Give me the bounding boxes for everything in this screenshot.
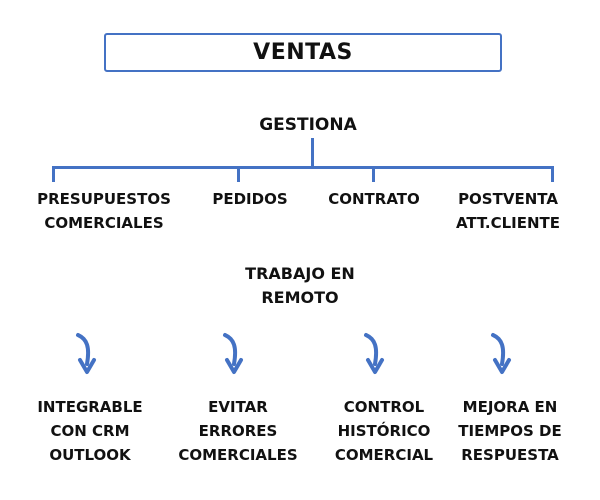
branch-presupuestos: PRESUPUESTOS COMERCIALES xyxy=(24,187,184,235)
benefit-label-line: ERRORES xyxy=(198,422,278,440)
benefit-label-line: CON CRM xyxy=(50,422,130,440)
section-label-line: TRABAJO EN xyxy=(245,264,355,283)
benefit-evitar-errores: EVITAR ERRORES COMERCIALES xyxy=(168,395,308,467)
curved-down-arrow-icon xyxy=(364,333,384,374)
branch-line-4 xyxy=(551,166,554,182)
benefit-label-line: INTEGRABLE xyxy=(37,398,143,416)
benefit-label-line: HISTÓRICO xyxy=(337,422,431,440)
benefit-mejora-tiempos: MEJORA EN TIEMPOS DE RESPUESTA xyxy=(444,395,576,467)
curved-down-arrow-icon xyxy=(223,333,243,374)
branch-line-3 xyxy=(372,166,375,182)
benefit-label-line: RESPUESTA xyxy=(461,446,559,464)
branch-label-line: PRESUPUESTOS xyxy=(37,190,171,208)
section-label-line: REMOTO xyxy=(261,288,339,307)
branch-label-line: CONTRATO xyxy=(328,190,420,208)
curved-down-arrow-icon xyxy=(76,333,96,374)
benefit-control-historico: CONTROL HISTÓRICO COMERCIAL xyxy=(320,395,448,467)
branch-pedidos: PEDIDOS xyxy=(190,187,310,211)
branch-contrato: CONTRATO xyxy=(314,187,434,211)
benefit-label-line: COMERCIAL xyxy=(334,446,434,464)
branch-label-line: POSTVENTA xyxy=(458,190,558,208)
root-label: GESTIONA xyxy=(259,115,357,135)
benefit-label-line: MEJORA EN xyxy=(462,398,558,416)
branch-line-2 xyxy=(237,166,240,182)
benefit-label-line: OUTLOOK xyxy=(49,446,131,464)
branch-label-line: ATT.CLIENTE xyxy=(455,214,561,232)
benefit-label-line: TIEMPOS DE xyxy=(458,422,562,440)
benefit-label-line: CONTROL xyxy=(343,398,425,416)
benefit-label-line: COMERCIALES xyxy=(178,446,298,464)
branch-label-line: COMERCIALES xyxy=(44,214,164,232)
benefit-integrable: INTEGRABLE CON CRM OUTLOOK xyxy=(20,395,160,467)
branch-postventa: POSTVENTA ATT.CLIENTE xyxy=(438,187,578,235)
branch-line-1 xyxy=(52,166,55,182)
benefit-label-line: EVITAR xyxy=(208,398,268,416)
trunk-line xyxy=(311,138,314,167)
horizontal-bar-line xyxy=(52,166,554,169)
diagram-title: VENTAS xyxy=(253,40,353,65)
section-label: TRABAJO EN REMOTO xyxy=(200,262,400,310)
branch-label-line: PEDIDOS xyxy=(212,190,288,208)
curved-down-arrow-icon xyxy=(491,333,511,374)
title-box: VENTAS xyxy=(104,33,502,72)
